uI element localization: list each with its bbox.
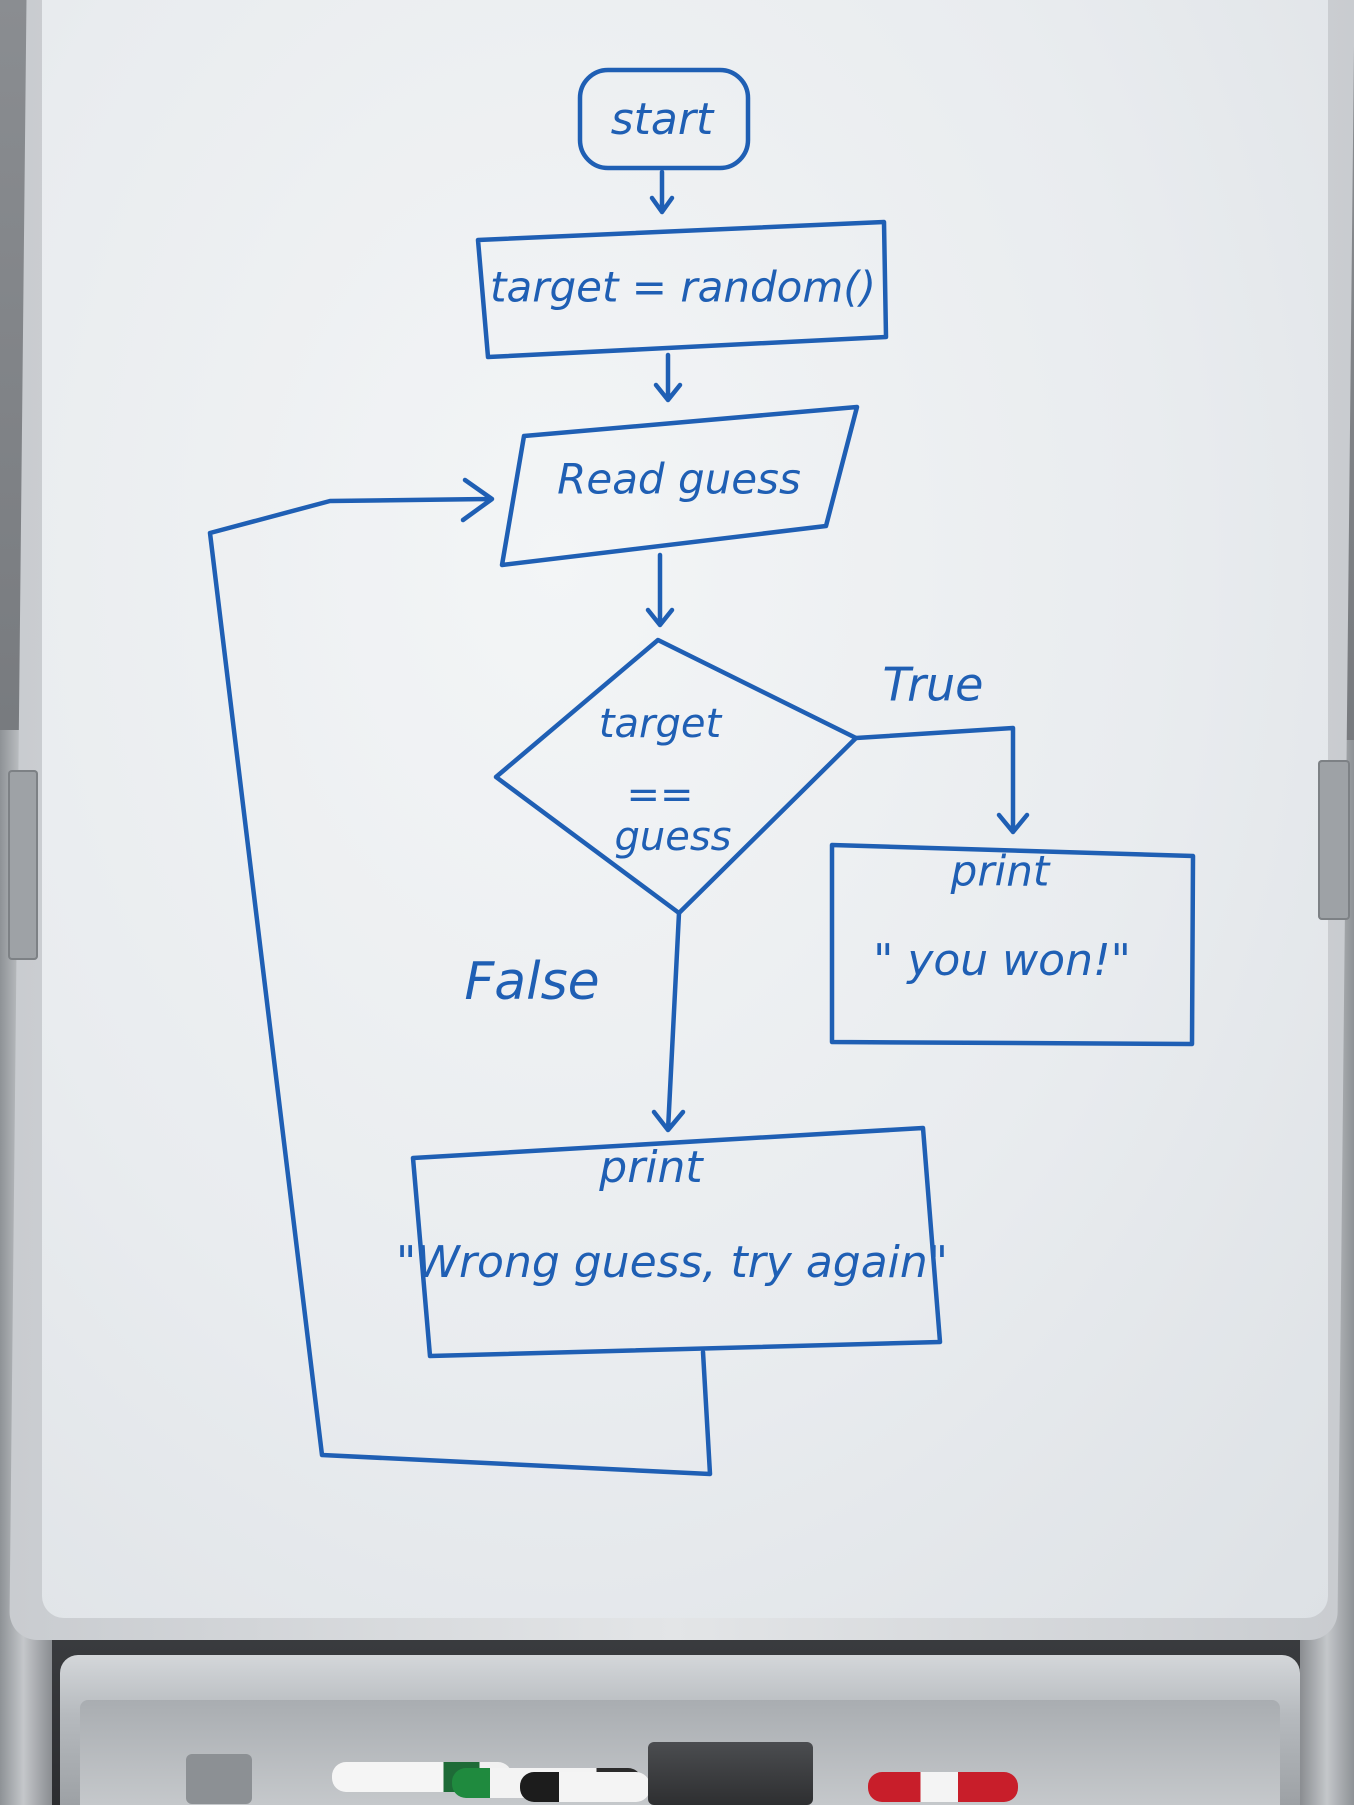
wrong-node-shape	[410, 1125, 943, 1359]
arrow-loop-back	[207, 477, 713, 1477]
tray-clip	[186, 1754, 252, 1804]
easel-clamp-left	[8, 770, 38, 960]
start-node-shape	[577, 67, 751, 171]
win-line-1: print	[950, 847, 1051, 896]
arrow-init-to-read	[653, 352, 683, 403]
init-node-shape	[475, 219, 889, 360]
decision-line-2: ==	[626, 772, 693, 818]
read-node-shape	[499, 404, 860, 568]
wrong-line-1: print	[598, 1142, 704, 1193]
true-branch-label: True	[883, 658, 984, 712]
win-line-2: " you won!"	[873, 935, 1131, 986]
init-node-label: target = random()	[490, 263, 876, 312]
eraser	[648, 1742, 813, 1805]
arrow-true-branch	[853, 725, 1030, 835]
decision-line-1: target	[599, 701, 723, 747]
arrow-false-branch	[651, 910, 686, 1133]
decision-line-3: guess	[614, 814, 731, 860]
arrow-read-to-decision	[645, 552, 675, 628]
read-node-label: Read guess	[557, 455, 801, 504]
arrow-start-to-init	[649, 169, 675, 215]
win-node-shape	[829, 842, 1196, 1047]
red-marker	[868, 1772, 1018, 1802]
easel-clamp-right	[1318, 760, 1350, 920]
wrong-line-2: "Wrong guess, try again"	[396, 1237, 948, 1288]
black-marker	[520, 1772, 650, 1802]
start-node-label: start	[611, 94, 715, 145]
false-branch-label: False	[464, 952, 599, 1012]
